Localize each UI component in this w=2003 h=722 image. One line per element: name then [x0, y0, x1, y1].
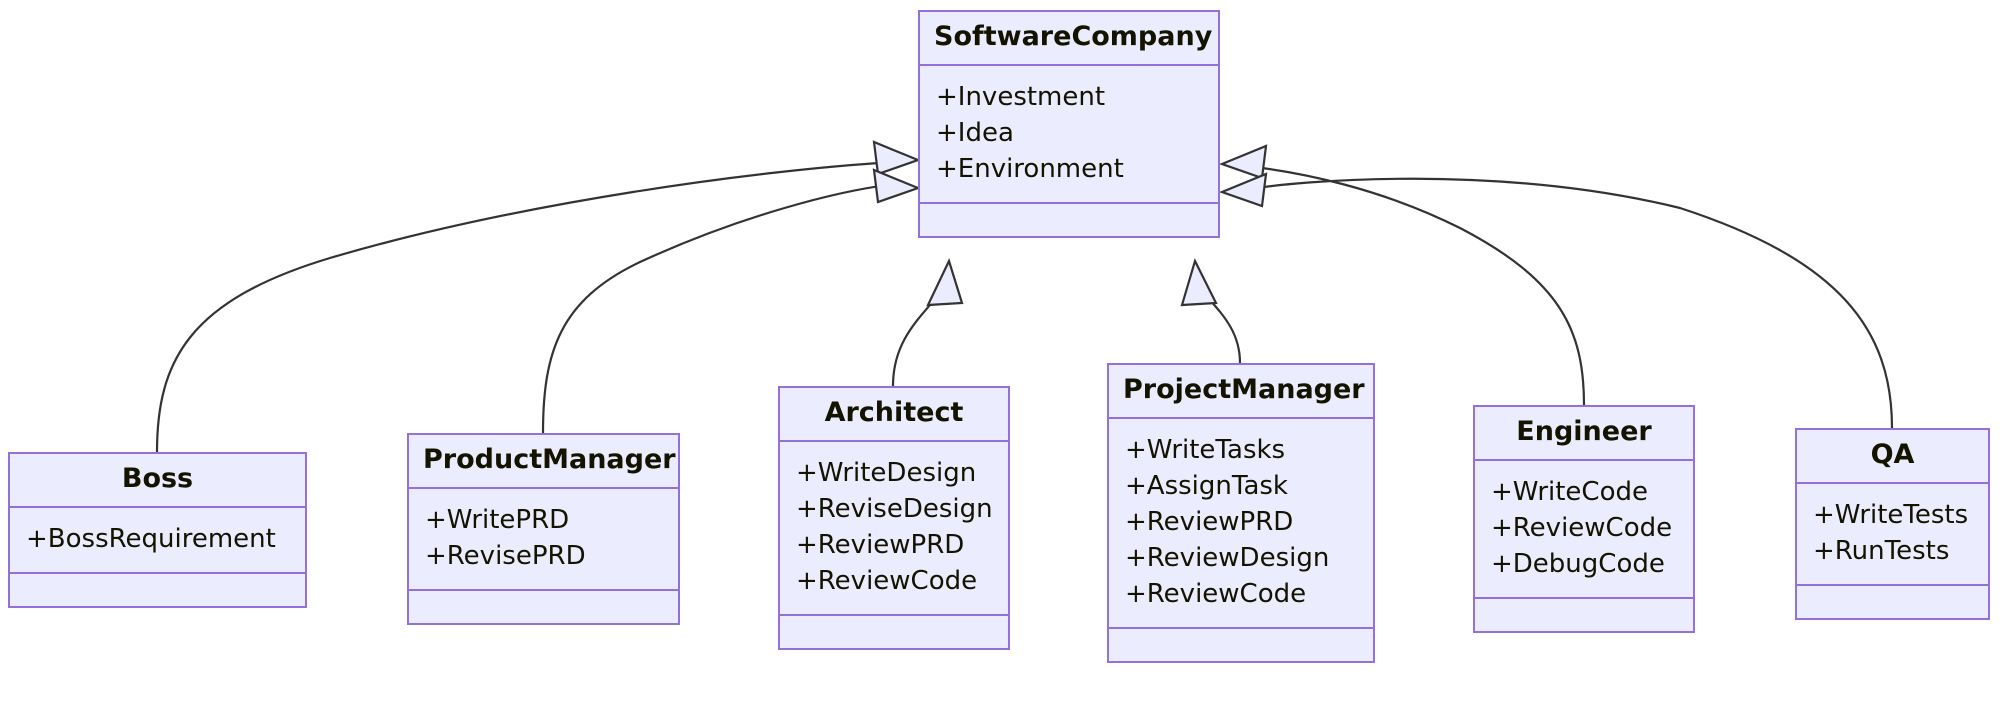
class-member: +ReviewCode [1125, 578, 1307, 609]
class-methods-project-manager [1109, 629, 1373, 661]
arrowhead-engineer [1218, 144, 1268, 180]
arrowhead-qa [1218, 172, 1268, 208]
class-methods-product-manager [409, 591, 678, 623]
class-member: +ReviewPRD [796, 530, 965, 561]
edge-projectmanager-to-softwarecompany [1202, 291, 1242, 364]
class-node-boss[interactable]: Boss +BossRequirement [8, 452, 307, 609]
class-node-architect[interactable]: Architect +WriteDesign +ReviseDesign +Re… [778, 386, 1010, 650]
arrowhead-boss [872, 140, 922, 176]
class-methods-engineer [1475, 599, 1693, 631]
class-methods-architect [780, 616, 1008, 648]
class-title-software-company: SoftwareCompany [920, 12, 1218, 67]
edge-architect-to-softwarecompany [891, 291, 942, 387]
class-member: +ReviewCode [1491, 513, 1673, 544]
class-member: +ReviewCode [796, 565, 978, 596]
class-attributes-product-manager: +WritePRD +RevisePRD [409, 489, 678, 592]
class-member: +RevisePRD [425, 541, 586, 572]
class-member: +Environment [936, 154, 1124, 185]
class-member: +WritePRD [425, 505, 570, 536]
class-member: +DebugCode [1491, 549, 1665, 580]
class-methods-boss [10, 574, 305, 606]
class-node-engineer[interactable]: Engineer +WriteCode +ReviewCode +DebugCo… [1473, 405, 1695, 633]
class-member: +AssignTask [1125, 471, 1288, 502]
class-title-product-manager: ProductManager [409, 435, 678, 490]
class-member: +WriteTasks [1125, 435, 1286, 466]
class-title-project-manager: ProjectManager [1109, 365, 1373, 420]
class-member: +BossRequirement [26, 524, 276, 555]
class-title-qa: QA [1797, 430, 1988, 485]
class-attributes-architect: +WriteDesign +ReviseDesign +ReviewPRD +R… [780, 442, 1008, 616]
class-member: +RunTests [1813, 536, 1950, 567]
class-member: +Idea [936, 118, 1014, 149]
arrowhead-projectmanager [1180, 258, 1218, 307]
class-methods-software-company [920, 204, 1218, 236]
class-attributes-engineer: +WriteCode +ReviewCode +DebugCode [1475, 461, 1693, 599]
class-node-product-manager[interactable]: ProductManager +WritePRD +RevisePRD [407, 433, 680, 626]
class-node-qa[interactable]: QA +WriteTests +RunTests [1795, 428, 1990, 621]
class-attributes-qa: +WriteTests +RunTests [1797, 484, 1988, 587]
class-member: +ReviewPRD [1125, 507, 1294, 538]
class-title-architect: Architect [780, 388, 1008, 443]
class-member: +ReviseDesign [796, 494, 993, 525]
class-node-software-company[interactable]: SoftwareCompany +Investment +Idea +Envir… [918, 10, 1220, 238]
class-methods-qa [1797, 586, 1988, 618]
class-attributes-software-company: +Investment +Idea +Environment [920, 66, 1218, 204]
arrowhead-architect [926, 257, 964, 307]
class-member: +WriteTests [1813, 500, 1969, 531]
class-member: +ReviewDesign [1125, 542, 1330, 573]
class-member: +WriteCode [1491, 477, 1648, 508]
class-title-engineer: Engineer [1475, 407, 1693, 462]
class-title-boss: Boss [10, 454, 305, 509]
class-member: +Investment [936, 82, 1106, 113]
class-node-project-manager[interactable]: ProjectManager +WriteTasks +AssignTask +… [1107, 363, 1375, 663]
class-attributes-project-manager: +WriteTasks +AssignTask +ReviewPRD +Revi… [1109, 419, 1373, 629]
class-attributes-boss: +BossRequirement [10, 508, 305, 575]
arrowhead-productmanager [872, 168, 922, 204]
class-member: +WriteDesign [796, 458, 977, 489]
